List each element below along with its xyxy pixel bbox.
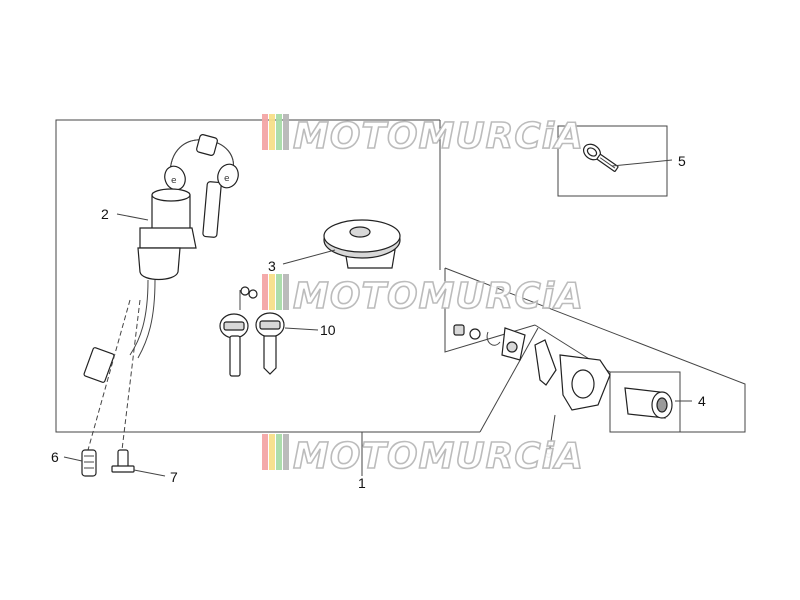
callout-4: 4: [698, 393, 706, 409]
callout-labels: 1 2 3 4 5 6 7 9 10: [51, 153, 706, 491]
callout-6: 6: [51, 449, 59, 465]
watermark-text: MOTOMURCiA: [293, 276, 584, 317]
callout-1: 1: [358, 475, 366, 491]
callout-10: 10: [320, 322, 336, 338]
part-10-key-set: [219, 286, 319, 377]
callout-7: 7: [170, 469, 178, 485]
key-logo: e: [171, 176, 177, 186]
part-2-ignition-switch: e e: [83, 134, 239, 451]
callout-2: 2: [101, 206, 109, 222]
watermark-text: MOTOMURCiA: [293, 116, 584, 157]
callout-9: 9: [545, 445, 553, 461]
part-6-screw: [63, 449, 97, 477]
watermark-middle: MOTOMURCiA: [262, 274, 584, 318]
watermark-bottom: MOTOMURCiA: [262, 434, 584, 478]
watermark-text: MOTOMURCiA: [293, 436, 584, 477]
part-5-key-blank: [557, 125, 673, 197]
part-4-lock-cylinder: [624, 387, 692, 419]
seat-lock-components: [453, 324, 692, 449]
part-3-fuel-cap: [282, 219, 401, 269]
part-7-bolt: [111, 449, 166, 477]
callout-5: 5: [678, 153, 686, 169]
watermark-top: MOTOMURCiA: [262, 114, 584, 158]
key-logo: e: [224, 174, 230, 184]
callout-3: 3: [268, 258, 276, 274]
